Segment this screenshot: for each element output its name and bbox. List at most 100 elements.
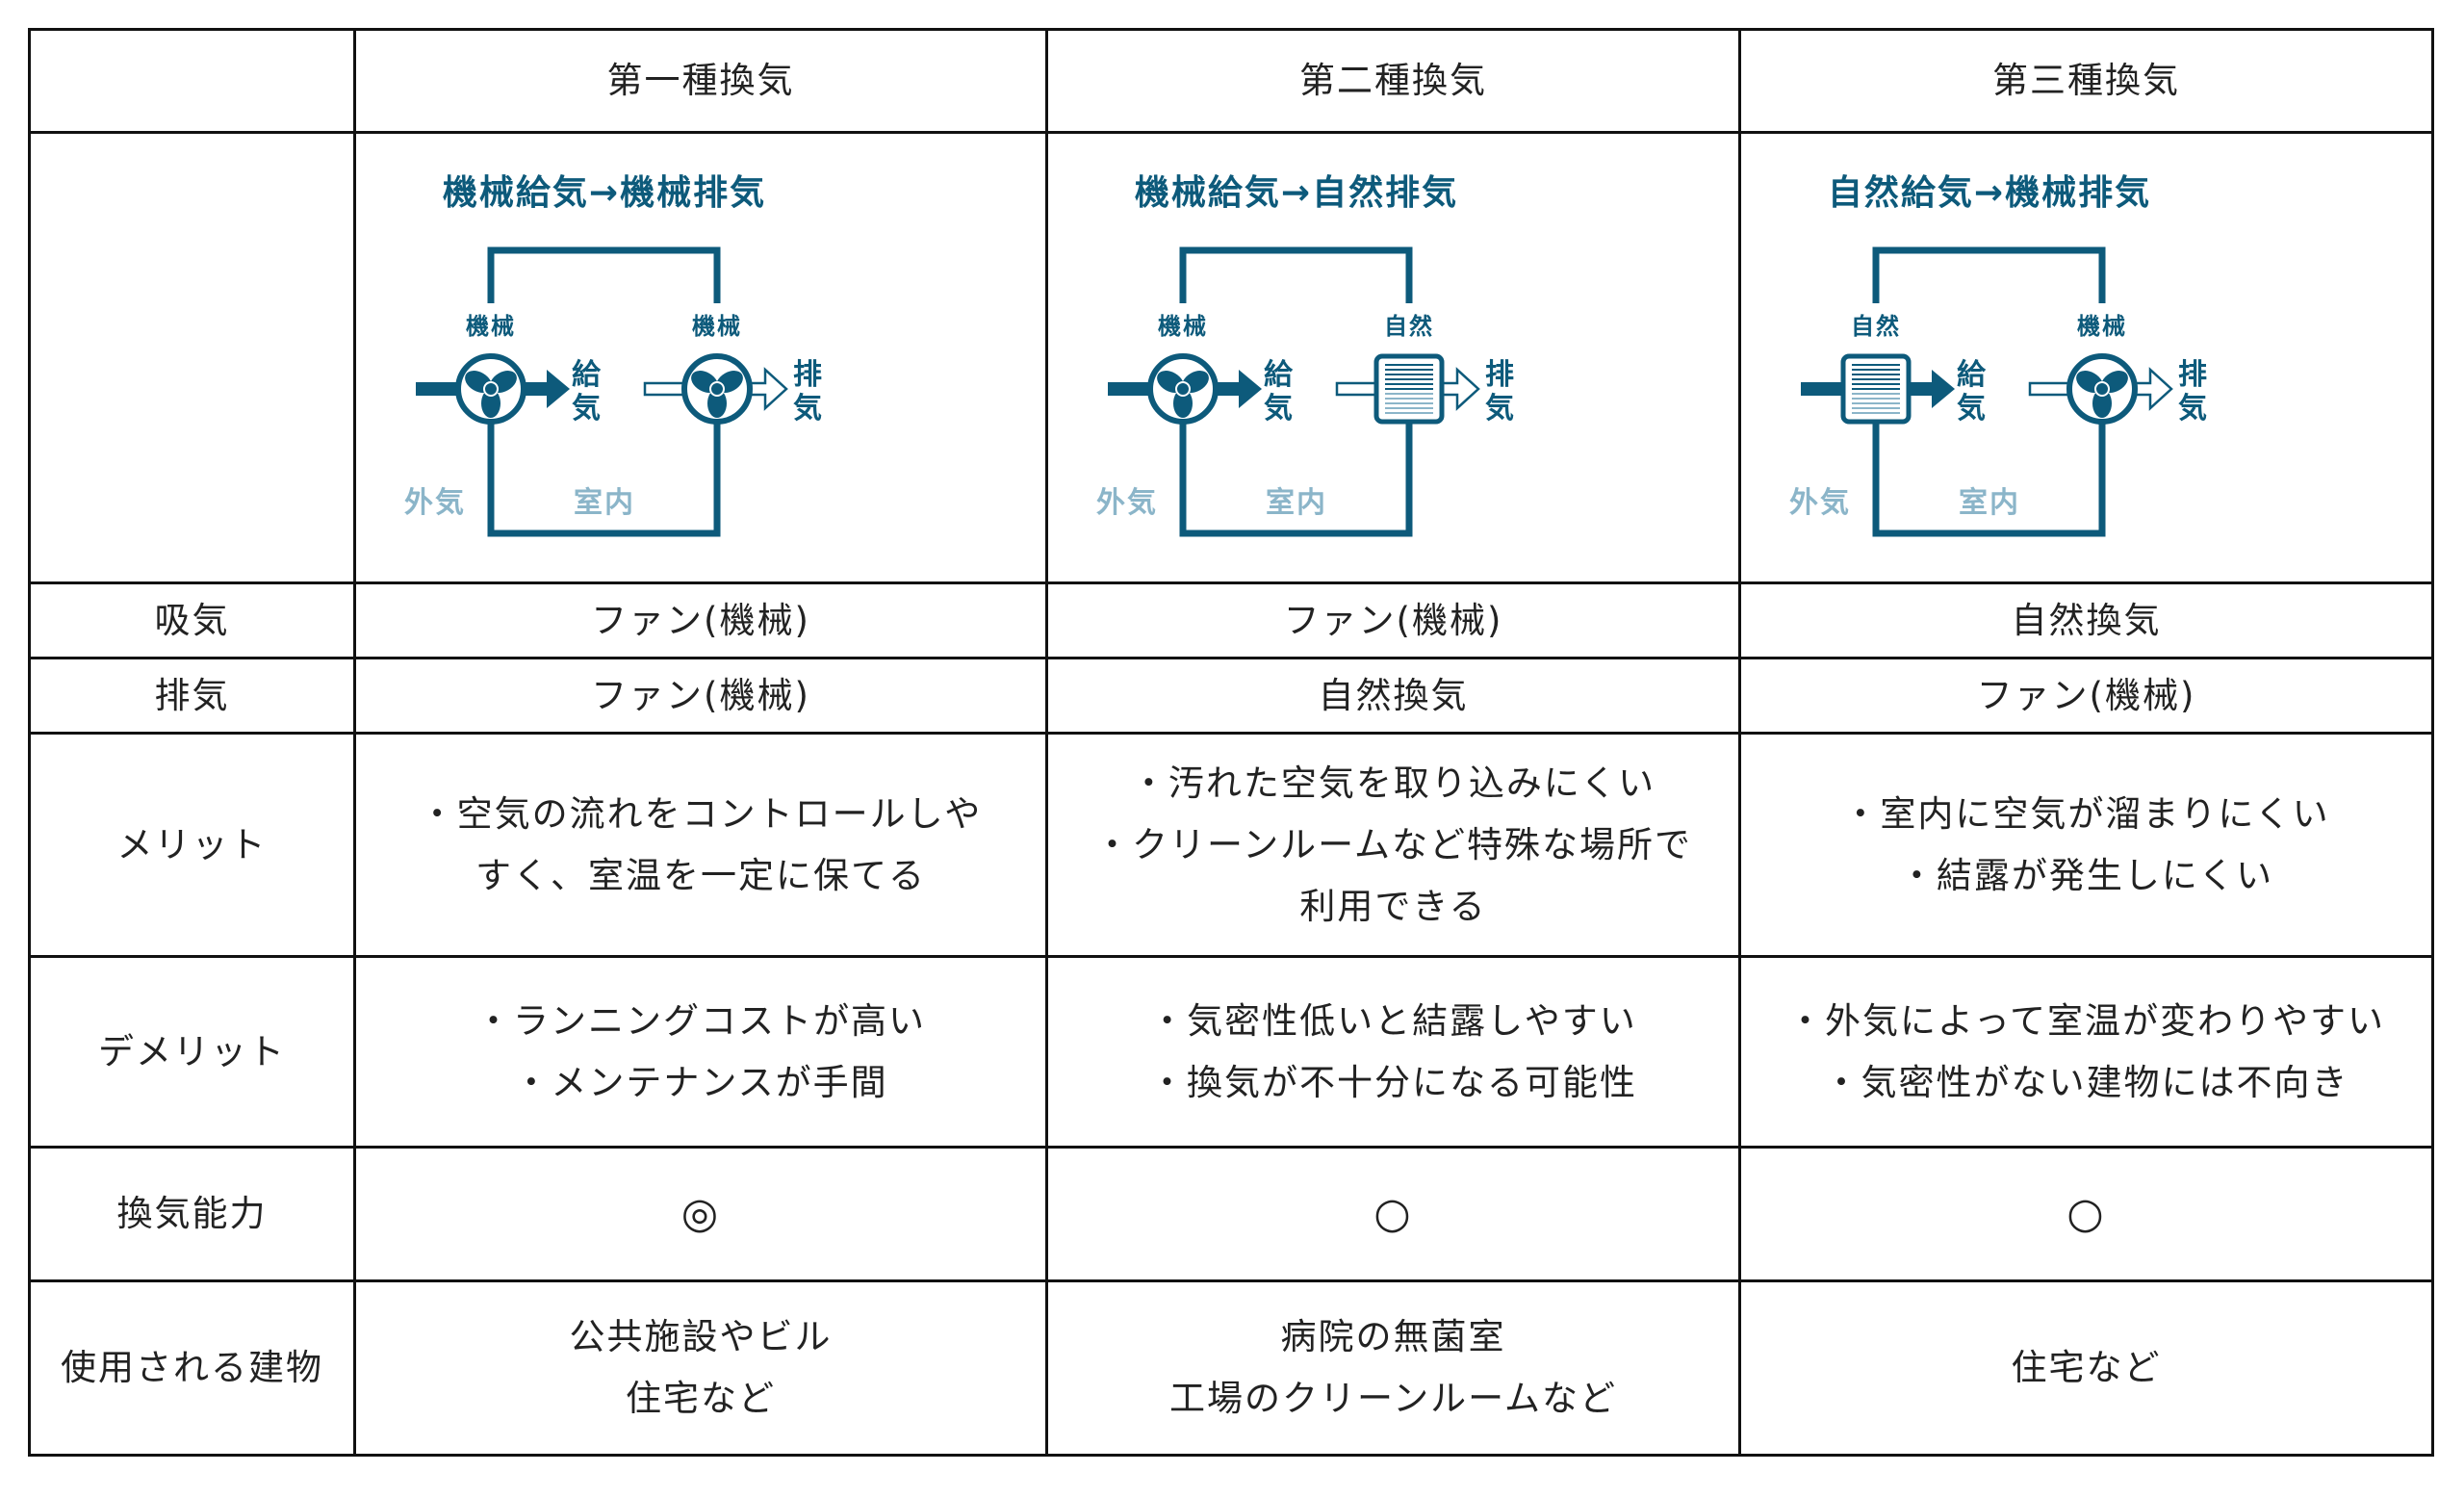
table-row: デメリット・ランニングコストが高い・メンテナンスが手間・気密性低いと結露しやすい… — [28, 955, 2434, 1149]
supply-label-group: 給気 — [1264, 358, 1295, 426]
supply-arrow-head — [547, 369, 570, 408]
fan-blade — [2092, 388, 2112, 418]
exhaust-label-char: 排 — [793, 358, 824, 392]
table-cell: ・汚れた空気を取り込みにくい・クリーンルームなど特殊な場所で利用できる — [1045, 732, 1741, 958]
table-cell: ファン(機械) — [1738, 657, 2434, 735]
cell-line: ・クリーンルームなど特殊な場所で — [1093, 823, 1693, 865]
diagram-cell: 自然給気→機械排気自然機械給気排気外気室内 — [1738, 131, 2434, 584]
fan-blade — [1173, 388, 1193, 418]
cell-line: ファン(機械) — [1283, 599, 1503, 641]
left-device-label: 機械 — [1158, 313, 1208, 340]
supply-label-char: 気 — [1264, 392, 1295, 426]
cell-line: ファン(機械) — [591, 599, 810, 641]
cell-line: 利用できる — [1299, 885, 1487, 927]
cell-line: ・換気が不十分になる可能性 — [1149, 1061, 1637, 1103]
fan-hub — [2094, 380, 2110, 397]
cell-line: ファン(機械) — [1976, 674, 2196, 716]
supply-arrow-shaft — [520, 381, 549, 396]
ventilation-diagram-type2: 機械給気→自然排気機械自然給気排気外気室内 — [1096, 172, 1516, 536]
fan-hub — [1175, 380, 1191, 397]
right-device-label: 機械 — [692, 313, 742, 340]
table-cell: 自然換気 — [1738, 581, 2434, 659]
table-cell: ファン(機械) — [353, 657, 1048, 735]
row-label: 吸気 — [28, 581, 356, 659]
diagram-title: 自然給気→機械排気 — [1828, 172, 2151, 213]
outside-air-label: 外気 — [404, 486, 466, 520]
right-device-label: 自然 — [1384, 313, 1434, 340]
inlet-arrow-shaft — [1108, 381, 1151, 396]
table-cell: ファン(機械) — [353, 581, 1048, 659]
exhaust-label-char: 気 — [2178, 392, 2209, 426]
ventilation-comparison-table: 第一種換気 第二種換気 第三種換気 機械給気→機械排気機械機械給気排気外気室内 … — [28, 28, 2434, 1457]
supply-arrow-shaft — [1212, 381, 1241, 396]
fan-blade — [481, 388, 500, 418]
table-cell: ・外気によって室温が変わりやすい・気密性がない建物には不向き — [1738, 955, 2434, 1149]
cell-line: 住宅など — [626, 1378, 776, 1419]
row-label: メリット — [28, 732, 356, 958]
diagram-title: 機械給気→自然排気 — [1135, 172, 1458, 213]
cell-line: 公共施設やビル — [569, 1316, 833, 1357]
diagram-row-label — [28, 131, 356, 584]
exhaust-arrow-outline — [2135, 366, 2173, 411]
cell-line: ○ — [1373, 1189, 1413, 1238]
indoor-label: 室内 — [1266, 486, 1327, 520]
table-cell: ○ — [1738, 1146, 2434, 1282]
cell-line: 住宅など — [2011, 1347, 2162, 1388]
table-row: 使用される建物公共施設やビル住宅など病院の無菌室工場のクリーンルームなど住宅など — [28, 1279, 2434, 1457]
indoor-label: 室内 — [1959, 486, 2020, 520]
table-cell: 自然換気 — [1045, 657, 1741, 735]
header-type3: 第三種換気 — [1738, 28, 2434, 134]
cell-line: ◎ — [680, 1189, 721, 1238]
duct-bottom — [487, 421, 721, 536]
exhaust-label-char: 排 — [2178, 358, 2209, 392]
cell-line: ・気密性低いと結露しやすい — [1149, 999, 1637, 1042]
supply-label-char: 気 — [572, 392, 603, 426]
cell-line: ・空気の流れをコントロールしや — [419, 792, 983, 835]
diagram-cell: 機械給気→機械排気機械機械給気排気外気室内 — [353, 131, 1048, 584]
supply-label-char: 給 — [1957, 358, 1988, 392]
table-cell: 病院の無菌室工場のクリーンルームなど — [1045, 1279, 1741, 1457]
table-row: 排気ファン(機械)自然換気ファン(機械) — [28, 657, 2434, 735]
diagram-title: 機械給気→機械排気 — [443, 173, 766, 213]
cell-line: ・外気によって室温が変わりやすい — [1786, 999, 2386, 1042]
fan-hub — [709, 380, 725, 397]
table-cell: 住宅など — [1738, 1279, 2434, 1457]
duct-top — [1179, 246, 1413, 303]
supply-label-char: 給 — [572, 358, 603, 392]
left-device-label: 機械 — [466, 313, 516, 340]
cell-line: ・メンテナンスが手間 — [513, 1061, 888, 1103]
exhaust-label-char: 気 — [793, 392, 824, 426]
table-cell: ・室内に空気が溜まりにくい・結露が発生しにくい — [1738, 732, 2434, 958]
table-row: 吸気 ファン(機械) ファン(機械) 自然換気 — [28, 581, 2434, 659]
duct-bottom — [1872, 421, 2106, 536]
table-cell: ◎ — [353, 1146, 1048, 1282]
table-cell: ○ — [1045, 1146, 1741, 1282]
inlet-arrow-shaft — [416, 381, 459, 396]
table-cell: ・気密性低いと結露しやすい・換気が不十分になる可能性 — [1045, 955, 1741, 1149]
supply-label-group: 給気 — [572, 358, 603, 426]
header-corner — [28, 28, 356, 134]
exhaust-inlet-shaft — [2028, 381, 2072, 396]
cell-line: ・結露が発生しにくい — [1898, 854, 2274, 896]
row-label: 使用される建物 — [28, 1279, 356, 1457]
exhaust-label-char: 気 — [1485, 392, 1516, 426]
exhaust-inlet-shaft — [1335, 381, 1379, 396]
duct-bottom — [1179, 421, 1413, 536]
cell-line: ・気密性がない建物には不向き — [1823, 1061, 2349, 1103]
exhaust-arrow-outline — [750, 366, 788, 411]
outside-air-label: 外気 — [1096, 486, 1158, 520]
table-row: 換気能力 ◎ ○ ○ — [28, 1146, 2434, 1282]
fan-blade — [707, 388, 727, 418]
cell-line: 自然換気 — [1318, 674, 1469, 716]
supply-label-group: 給気 — [1957, 358, 1988, 426]
table-cell: ・空気の流れをコントロールしやすく、室温を一定に保てる — [353, 732, 1048, 958]
table-row: メリット・空気の流れをコントロールしやすく、室温を一定に保てる・汚れた空気を取り… — [28, 732, 2434, 958]
supply-label-char: 給 — [1264, 358, 1295, 392]
header-type2: 第二種換気 — [1045, 28, 1741, 134]
row-label: 換気能力 — [28, 1146, 356, 1282]
exhaust-label-char: 排 — [1485, 358, 1516, 392]
cell-line: 病院の無菌室 — [1280, 1316, 1506, 1357]
duct-top — [487, 246, 721, 303]
indoor-label: 室内 — [574, 486, 635, 520]
table-cell: 公共施設やビル住宅など — [353, 1279, 1048, 1457]
